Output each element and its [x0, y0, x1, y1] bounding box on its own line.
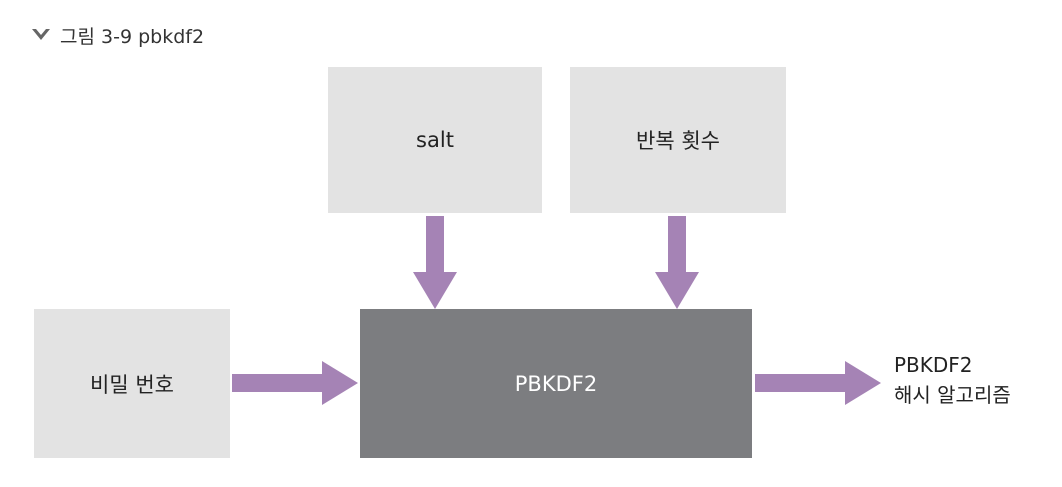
arrow-salt-to-pbkdf2 [413, 216, 457, 309]
password-label: 비밀 번호 [90, 372, 174, 397]
iterations-box: 반복 횟수 [570, 67, 786, 213]
pbkdf2-label: PBKDF2 [514, 371, 598, 396]
iterations-label: 반복 횟수 [636, 129, 720, 153]
salt-box: salt [328, 67, 542, 213]
arrow-password-to-pbkdf2 [232, 361, 358, 405]
pbkdf2-box: PBKDF2 [360, 309, 752, 458]
output-label: PBKDF2 해시 알고리즘 [894, 350, 1011, 410]
arrow-iterations-to-pbkdf2 [655, 216, 699, 309]
password-box: 비밀 번호 [34, 309, 230, 458]
output-line-1: PBKDF2 [894, 353, 973, 377]
chevron-down-icon [32, 29, 50, 40]
figure-caption: 그림 3-9 pbkdf2 [30, 22, 204, 48]
caption-text: 그림 3-9 pbkdf2 [60, 25, 205, 48]
salt-label: salt [416, 128, 454, 152]
output-line-2: 해시 알고리즘 [894, 383, 1011, 407]
arrow-pbkdf2-to-output [755, 361, 881, 405]
